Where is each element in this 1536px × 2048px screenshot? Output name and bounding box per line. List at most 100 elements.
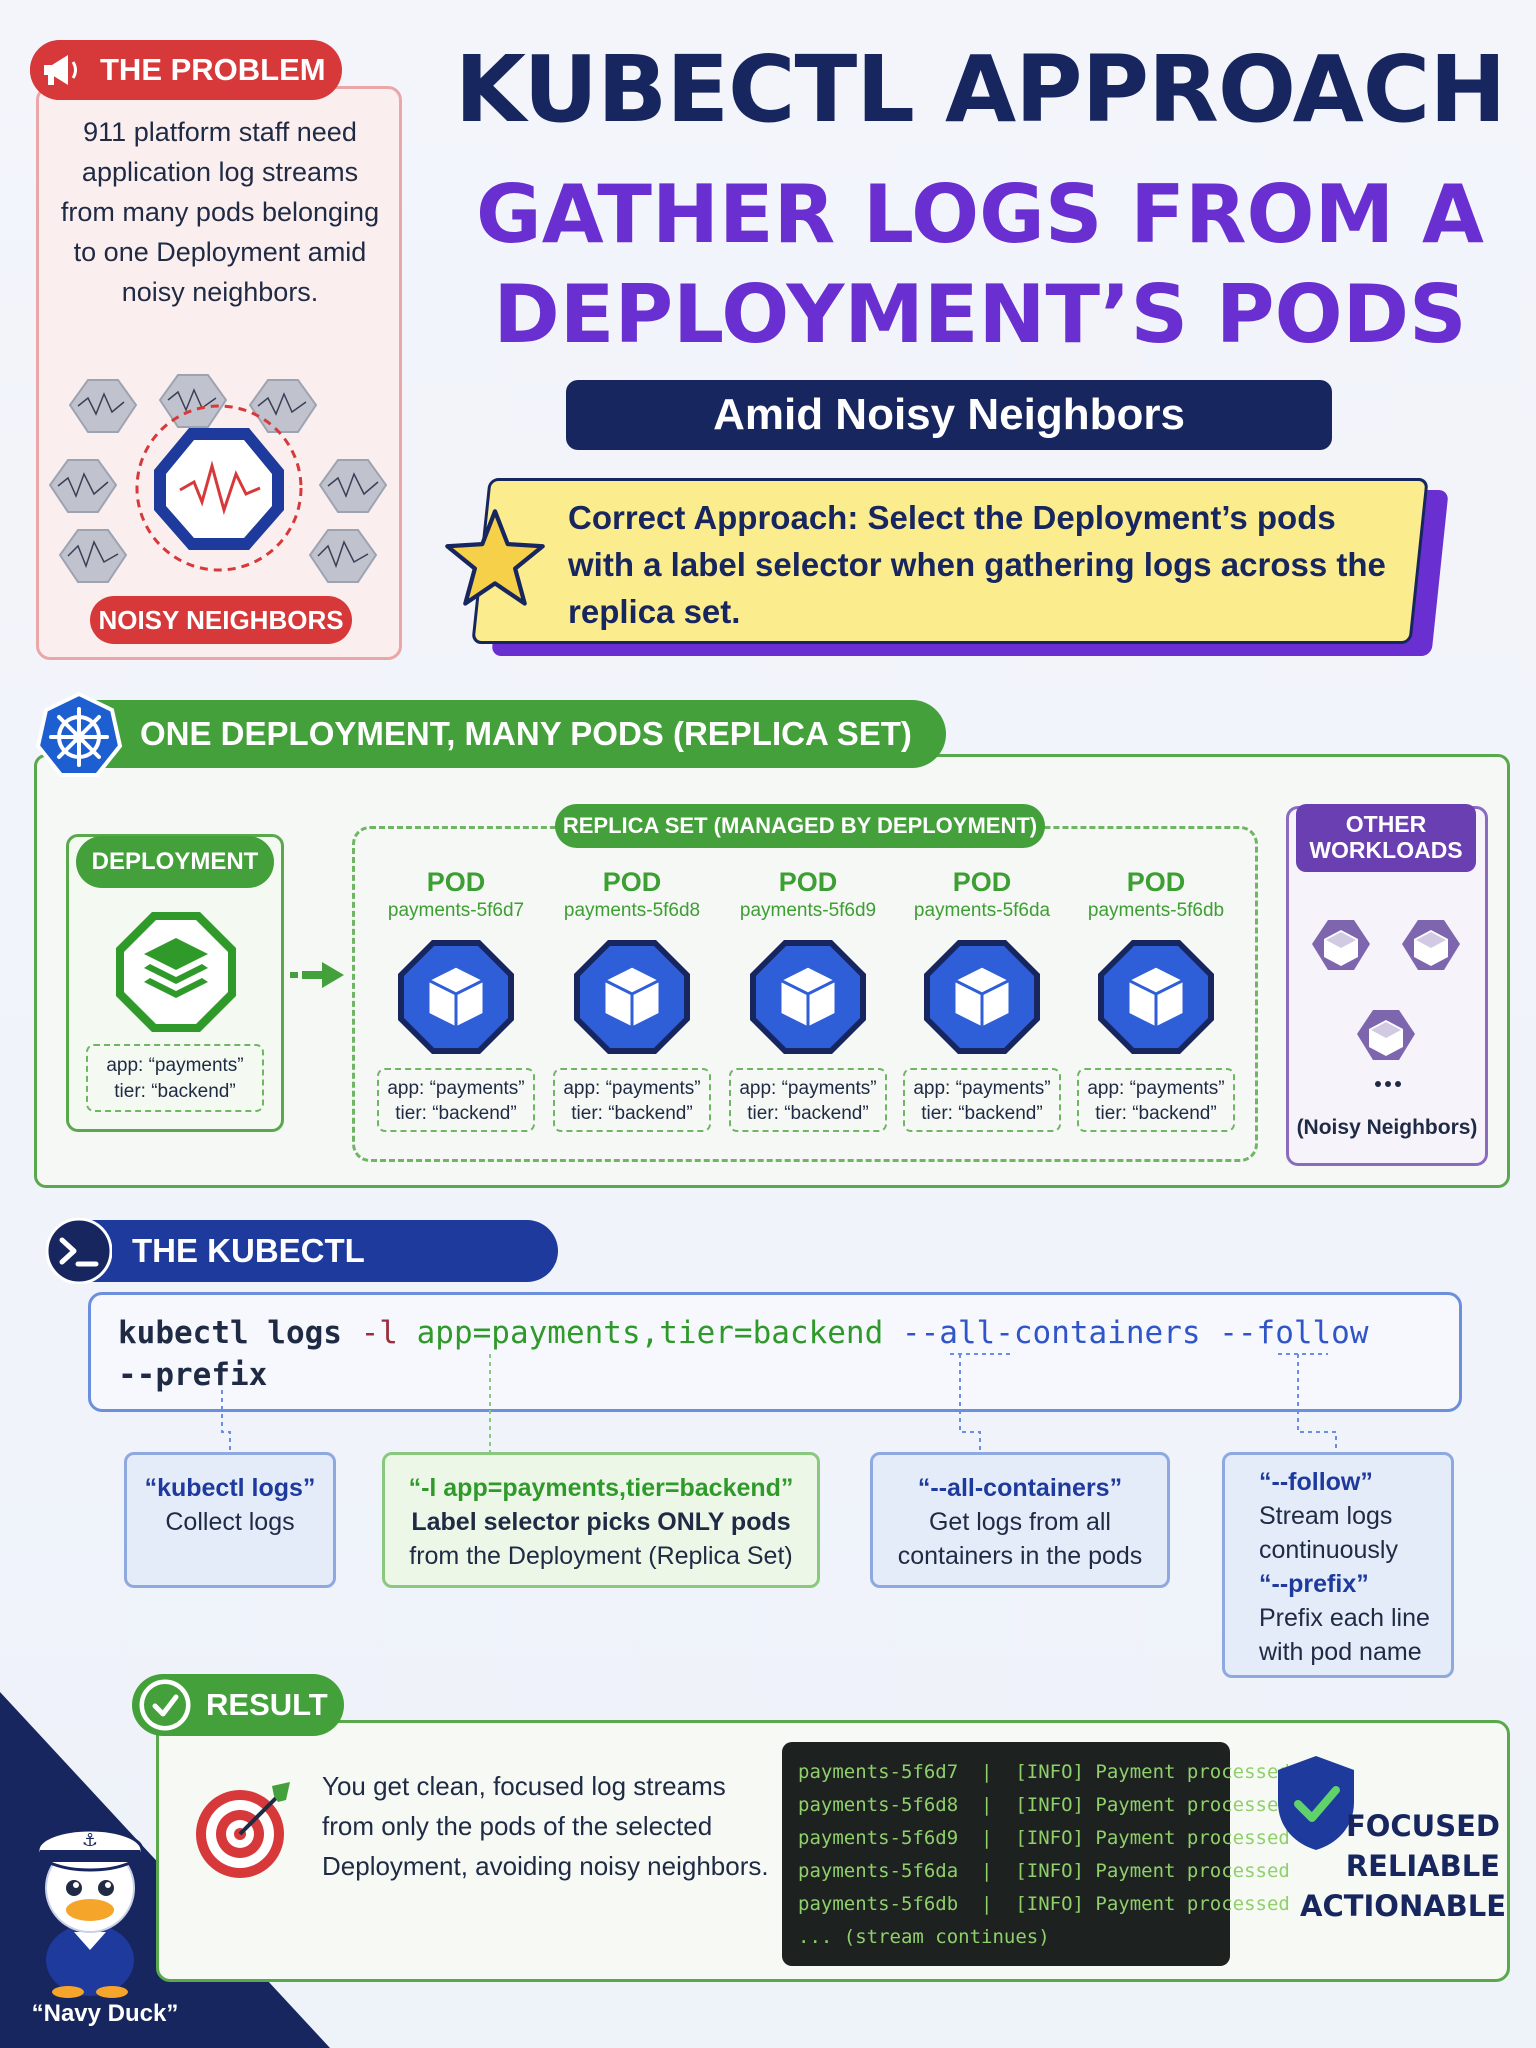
deployment-app-label: app: “payments” [106,1055,244,1076]
pod-tier-label: tier: “backend” [921,1103,1043,1124]
note-kubectl-body: Collect logs [165,1508,295,1536]
pod-name: payments-5f6da [913,900,1051,921]
deployment-label: DEPLOYMENT [76,836,274,888]
result-keyword: ACTIONABLE [1300,1889,1507,1923]
deployment-section-title: ONE DEPLOYMENT, MANY PODS (REPLICA SET) [40,700,946,768]
pod-cube-icon [574,940,690,1054]
log-line: payments-5f6db | [INFO] Payment processe… [798,1893,1290,1915]
tagline-banner: Amid Noisy Neighbors [566,380,1332,450]
pod-app-label: app: “payments” [387,1078,525,1099]
workload-cube-icon [1312,920,1370,970]
pod-label-set: app: “payments” tier: “backend” [729,1068,887,1132]
pod-label-set: app: “payments” tier: “backend” [1077,1068,1235,1132]
terminal-icon [46,1218,112,1284]
other-workloads-line-1: OTHER [1345,811,1427,837]
workload-cube-icon [1402,920,1460,970]
kubectl-command[interactable]: kubectl logs -l app=payments,tier=backen… [118,1312,1448,1396]
note-follow-prefix: “--follow” Stream logs continuously “--p… [1222,1452,1454,1678]
annotation-connectors [221,1353,1337,1452]
pod-name: payments-5f6db [1087,900,1225,921]
check-circle-icon [136,1676,194,1734]
pod-cube-icon [398,940,514,1054]
pod-app-label: app: “payments” [913,1078,1051,1099]
note-allc-head: “--all-containers” [917,1474,1123,1502]
note-selector-body-2: from the Deployment (Replica Set) [409,1542,793,1570]
note-prefix-body-1: Prefix each line [1259,1604,1430,1632]
arrow-right-icon [290,962,344,988]
pod-tier-label: tier: “backend” [1095,1103,1217,1124]
pod-app-label: app: “payments” [563,1078,701,1099]
note-follow-body-1: Stream logs [1259,1502,1393,1530]
pod-label-set: app: “payments” tier: “backend” [553,1068,711,1132]
pod-card[interactable]: POD payments-5f6d8 app: “payments” tier: “b… [550,866,714,1166]
result-description: You get clean, focused log streams from … [322,1771,769,1881]
note-prefix-body-2: with pod name [1259,1638,1422,1666]
other-workloads-label: OTHER WORKLOADS [1296,804,1476,872]
pod-cube-icon [1098,940,1214,1054]
replicaset-label: REPLICA SET (MANAGED BY DEPLOYMENT) [555,804,1045,848]
command-prefix: --prefix [118,1357,268,1393]
pod-cube-icon [750,940,866,1054]
note-follow-head: “--follow” [1259,1468,1373,1496]
log-line: ... (stream continues) [798,1926,1050,1948]
log-line: payments-5f6d8 | [INFO] Payment processe… [798,1794,1290,1816]
kubectl-section-title: THE KUBECTL APPROACH [50,1220,558,1331]
pod-name: payments-5f6d9 [739,900,877,921]
pod-card[interactable]: POD payments-5f6d7 app: “payments” tier: “b… [374,866,538,1166]
deployment-tier-label: tier: “backend” [114,1081,236,1102]
command-selector: app=payments,tier=backend [416,1315,884,1351]
pod-name: payments-5f6d7 [387,900,525,921]
workload-cube-icon [1357,1010,1415,1060]
log-line: payments-5f6d9 | [INFO] Payment processe… [798,1827,1290,1849]
approach-text: Correct Approach: Select the Deployment’… [568,499,1386,630]
svg-text:⚓: ⚓ [82,1830,98,1851]
result-keyword: FOCUSED [1345,1809,1500,1843]
pod-cube-icon [924,940,1040,1054]
pod-name: payments-5f6d8 [563,900,701,921]
pod-title: POD [778,867,838,897]
note-selector-body-1: Label selector picks ONLY pods [411,1508,791,1536]
pod-tier-label: tier: “backend” [747,1103,869,1124]
note-prefix-head: “--prefix” [1259,1570,1369,1598]
other-workload-icons [1312,920,1460,1087]
kubernetes-helm-icon [36,692,122,777]
command-follow: --follow [1219,1315,1369,1351]
command-label-flag: -l [360,1315,398,1351]
shield-check-icon [1278,1756,1354,1850]
log-output-terminal[interactable]: payments-5f6d7 | [INFO] Payment processe… [782,1742,1290,1966]
pod-tier-label: tier: “backend” [395,1103,517,1124]
command-box [88,1292,1462,1412]
pod-card[interactable]: POD payments-5f6da app: “payments” tier: “b… [900,866,1064,1166]
noisy-neighbors-illustration [48,374,388,583]
problem-description: 911 platform staff need application log … [60,117,380,307]
note-selector-head: “-l app=payments,tier=backend” [408,1474,794,1502]
pod-card[interactable]: POD payments-5f6d9 app: “payments” tier: “b… [726,866,890,1166]
target-icon [196,1782,290,1878]
mascot-name: “Navy Duck” [31,2000,179,2027]
pod-label-set: app: “payments” tier: “backend” [903,1068,1061,1132]
noisy-neighbors-caption: (Noisy Neighbors) [1296,1116,1478,1139]
pod-label-set: app: “payments” tier: “backend” [377,1068,535,1132]
pod-title: POD [952,867,1012,897]
note-kubectl-head: “kubectl logs” [144,1474,316,1502]
log-line: payments-5f6da | [INFO] Payment processe… [798,1860,1290,1882]
log-line: payments-5f6d7 | [INFO] Payment processe… [798,1761,1290,1783]
noisy-neighbors-badge: NOISY NEIGHBORS [90,596,352,644]
command-all-containers: --all-containers [901,1315,1201,1351]
pod-app-label: app: “payments” [739,1078,877,1099]
note-label-selector: “-l app=payments,tier=backend” Label sel… [382,1452,820,1588]
pod-tier-label: tier: “backend” [571,1103,693,1124]
page-title: KUBECTL APPROACH [454,36,1507,143]
megaphone-icon [30,40,90,100]
pod-title: POD [602,867,662,897]
command-kubectl-logs: kubectl logs [118,1315,342,1351]
pod-title: POD [426,867,486,897]
note-allc-body-2: containers in the pods [897,1542,1143,1570]
page-subtitle: GATHER LOGS FROM A DEPLOYMENT’S PODS [440,165,1520,365]
pod-app-label: app: “payments” [1087,1078,1225,1099]
star-icon [445,509,545,606]
note-all-containers: “--all-containers” Get logs from all con… [870,1452,1170,1588]
note-follow-body-2: continuously [1259,1536,1398,1564]
